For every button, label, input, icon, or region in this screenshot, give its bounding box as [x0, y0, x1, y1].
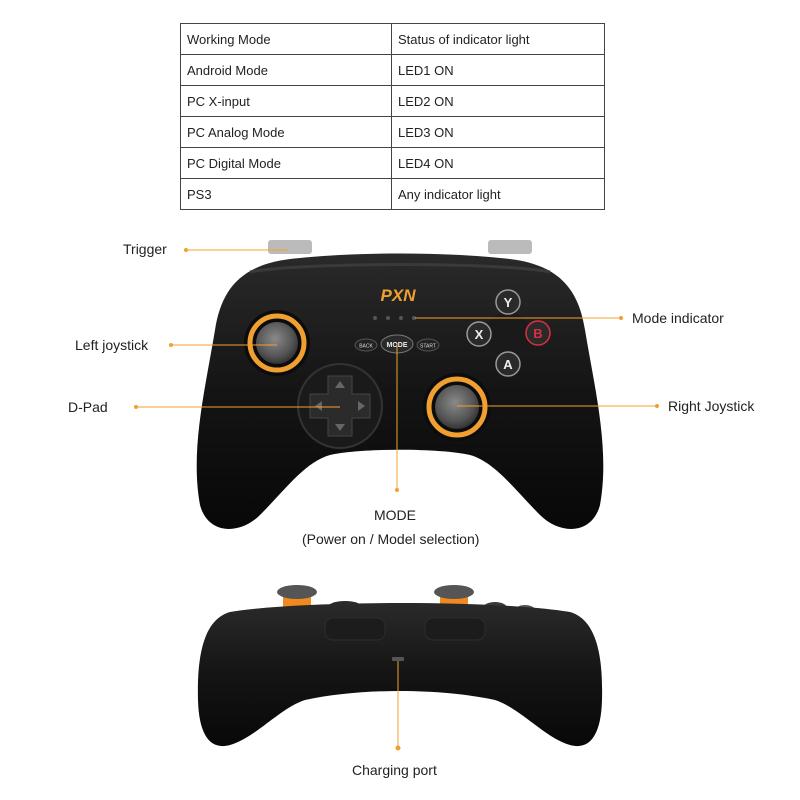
controller-front-view: PXN	[196, 240, 604, 529]
controller-rear-view	[197, 585, 603, 747]
b-button[interactable]: B	[525, 320, 551, 346]
led-indicators	[373, 316, 416, 320]
svg-text:B: B	[533, 326, 542, 341]
right-joystick[interactable]	[423, 373, 491, 441]
callout-lines	[136, 249, 657, 490]
left-trigger	[268, 240, 312, 254]
charging-port-callout	[395, 661, 401, 751]
mode-title-label: MODE	[374, 507, 416, 523]
mode-indicator-label: Mode indicator	[632, 310, 724, 326]
table-row: PC X-input LED2 ON	[180, 85, 605, 117]
table-cell: LED2 ON	[391, 85, 605, 117]
rear-controller-body	[197, 603, 603, 747]
table-cell: LED1 ON	[391, 54, 605, 86]
table-row: Android Mode LED1 ON	[180, 54, 605, 86]
svg-text:Y: Y	[504, 295, 513, 310]
svg-text:START: START	[420, 344, 436, 350]
dpad[interactable]	[297, 363, 383, 449]
mode-description-label: (Power on / Model selection)	[302, 531, 480, 547]
charging-port-label: Charging port	[352, 762, 437, 778]
y-button[interactable]: Y	[495, 289, 521, 315]
left-joystick[interactable]	[244, 310, 310, 376]
x-button[interactable]: X	[466, 321, 492, 347]
table-cell: PC Analog Mode	[180, 116, 392, 148]
left-joystick-label: Left joystick	[75, 337, 149, 353]
right-trigger	[488, 240, 532, 254]
dpad-label: D-Pad	[68, 399, 108, 415]
start-button[interactable]: START	[416, 338, 440, 352]
callout-dots	[134, 248, 659, 492]
table-cell: LED3 ON	[391, 116, 605, 148]
charging-port	[392, 657, 404, 661]
table-row: PC Analog Mode LED3 ON	[180, 116, 605, 148]
svg-text:X: X	[475, 327, 484, 342]
table-header-cell: Status of indicator light	[391, 23, 605, 55]
a-button[interactable]: A	[495, 351, 521, 377]
table-header-row: Working Mode Status of indicator light	[180, 23, 605, 55]
mode-status-table: Working Mode Status of indicator light A…	[180, 23, 605, 210]
table-cell: Any indicator light	[391, 178, 605, 210]
right-joystick-label: Right Joystick	[668, 398, 755, 414]
svg-text:BACK: BACK	[359, 344, 373, 350]
table-row: PC Digital Mode LED4 ON	[180, 147, 605, 179]
table-cell: PS3	[180, 178, 392, 210]
table-row: PS3 Any indicator light	[180, 178, 605, 210]
table-cell: PC Digital Mode	[180, 147, 392, 179]
table-header-cell: Working Mode	[180, 23, 392, 55]
svg-text:A: A	[503, 357, 513, 372]
table-cell: LED4 ON	[391, 147, 605, 179]
trigger-label: Trigger	[123, 241, 167, 257]
back-button[interactable]: BACK	[354, 338, 378, 352]
pxn-logo: PXN	[381, 286, 417, 305]
